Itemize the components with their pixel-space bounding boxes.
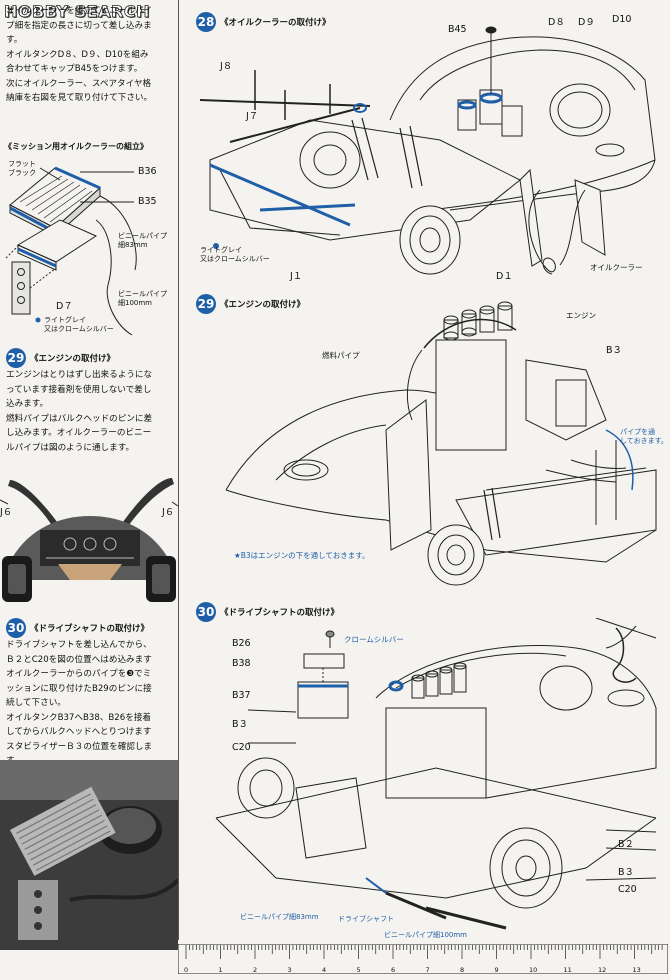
vinyl-pipe-83-label-30: ビニールパイプ細83mm [240,913,319,921]
part-b45-label: B45 [448,24,467,35]
part-j8-label: J８ [220,61,233,72]
bracket-open: 《 [220,608,229,618]
ruler-number: 6 [391,966,396,974]
bracket-open: 《 [220,18,229,28]
part-j7-label: J７ [246,111,259,122]
ruler-number: 4 [322,966,327,974]
ruler-number: 10 [529,966,538,974]
flat-black-label: フラット ブラック [8,160,36,177]
bracket-close: 》 [322,18,331,28]
part-c20-label-right: C20 [618,884,637,895]
step-28-badge: 28 [196,12,216,32]
ruler-number: 3 [287,966,292,974]
bracket-open: 《 [30,354,39,364]
step-30-instructions: ドライブシャフトを差し込んでから、 Ｂ２とC20を図の位置へはめ込みます オイル… [6,640,153,766]
bracket-close: 》 [140,624,150,634]
vinyl-pipe-83-label: ビニールパイプ 細83mm [118,232,167,249]
step-30-diagram [215,618,657,930]
light-gray-label-left: ライトグレイ 又はクロームシルバー [44,316,114,333]
step-30-title: 《ドライブシャフトの取付け》 [220,606,339,618]
b3-note-label: ★B3はエンジンの下を通しておきます。 [234,551,370,560]
photo-j6-label-left: J６ [0,507,13,518]
bracket-close: 》 [296,300,306,310]
part-d8-label: D８ [548,17,565,28]
part-b26-label: B26 [232,638,251,649]
part-b3-label-30-left: B３ [232,719,249,730]
step-29-badge: 29 [196,294,216,314]
part-b2-label: B２ [618,839,635,850]
step-30-badge-left: 30 [6,618,26,638]
ruler-number: 13 [632,966,641,974]
bracket-close: 》 [106,354,116,364]
step-29-instructions: エンジンはとりはずし出来るようにな っています接着剤を使用しないで差し 込みます… [6,370,153,453]
mission-oil-cooler-title-text: ミッション用オイルクーラーの組立 [12,142,140,151]
bracket-close: 》 [330,608,340,618]
column-divider [178,0,179,940]
ruler-number: 2 [253,966,258,974]
part-b3-label-30-right: B３ [618,867,635,878]
ruler [178,944,668,974]
fuel-pipe-label: 燃料パイプ [322,351,360,360]
ruler-number: 9 [494,966,499,974]
ruler-number: 5 [356,966,361,974]
step-30-title-left-text: ドライブシャフトの取付け [38,624,141,634]
step-29-title-left-text: エンジンの取付け [38,354,107,364]
step-29-badge-left: 29 [6,348,26,368]
part-c20-label-left: C20 [232,742,251,753]
bracket-close: 》 [140,142,148,151]
step-28-title-text: オイルクーラーの取付け [228,18,323,28]
step-29-title-text: エンジンの取付け [228,300,297,310]
vinyl-pipe-100-label-30: ビニールパイプ細100mm [384,931,467,939]
part-b35-label: B35 [138,196,157,207]
step-30-badge: 30 [196,602,216,622]
ruler-number: 0 [184,966,189,974]
step-28-title: 《オイルクーラーの取付け》 [220,16,331,28]
part-j1-label: J１ [290,271,303,282]
part-d10-label: D10 [612,14,632,25]
step-28-diagram [199,26,656,275]
part-b3-label-29: B３ [606,345,623,356]
part-b36-label: B36 [138,166,157,177]
part-b37-label: B37 [232,690,251,701]
pipe-note-label: パイプを通 しておきます。 [620,428,668,445]
bracket-open: 《 [220,300,229,310]
mission-oil-cooler-diagram [5,166,137,336]
oil-cooler-photo [0,760,178,950]
drive-shaft-label: ドライブシャフト [338,915,394,923]
part-d7-label: D７ [56,301,73,312]
engine-label: エンジン [566,311,596,320]
ruler-number: 8 [460,966,465,974]
oil-cooler-label: オイルクーラー [590,263,643,272]
car-rear-photo [0,468,178,608]
step-30-title-text: ドライブシャフトの取付け [228,608,331,618]
ruler-number: 1 [218,966,223,974]
vinyl-pipe-100-label: ビニールパイプ 細100mm [118,290,167,307]
step-29-title-left: 《エンジンの取付け》 [30,352,115,364]
intro-instructions: オイルクーラーを組立てビニールパイ プ細を指定の長さに切って差し込みま す。 オ… [6,6,153,103]
ruler-number: 11 [563,966,572,974]
ruler-number: 12 [598,966,607,974]
bracket-open: 《 [30,624,39,634]
step-29-diagram [225,301,657,586]
bracket-open: 《 [4,142,12,151]
hobby-search-watermark: HOBBY SEARCH [4,2,150,22]
chrome-silver-label: クロームシルバー [344,635,404,644]
ruler-number: 7 [425,966,430,974]
step-29-title: 《エンジンの取付け》 [220,298,305,310]
part-b38-label: B38 [232,658,251,669]
light-gray-label-28: ライトグレイ 又はクロームシルバー [200,246,270,263]
photo-j6-label-right: J６ [162,507,175,518]
step-30-title-left: 《ドライブシャフトの取付け》 [30,622,149,634]
mission-oil-cooler-title: 《ミッション用オイルクーラーの組立》 [4,141,148,152]
part-d1-label: D１ [496,271,513,282]
part-d9-label: D９ [578,17,595,28]
